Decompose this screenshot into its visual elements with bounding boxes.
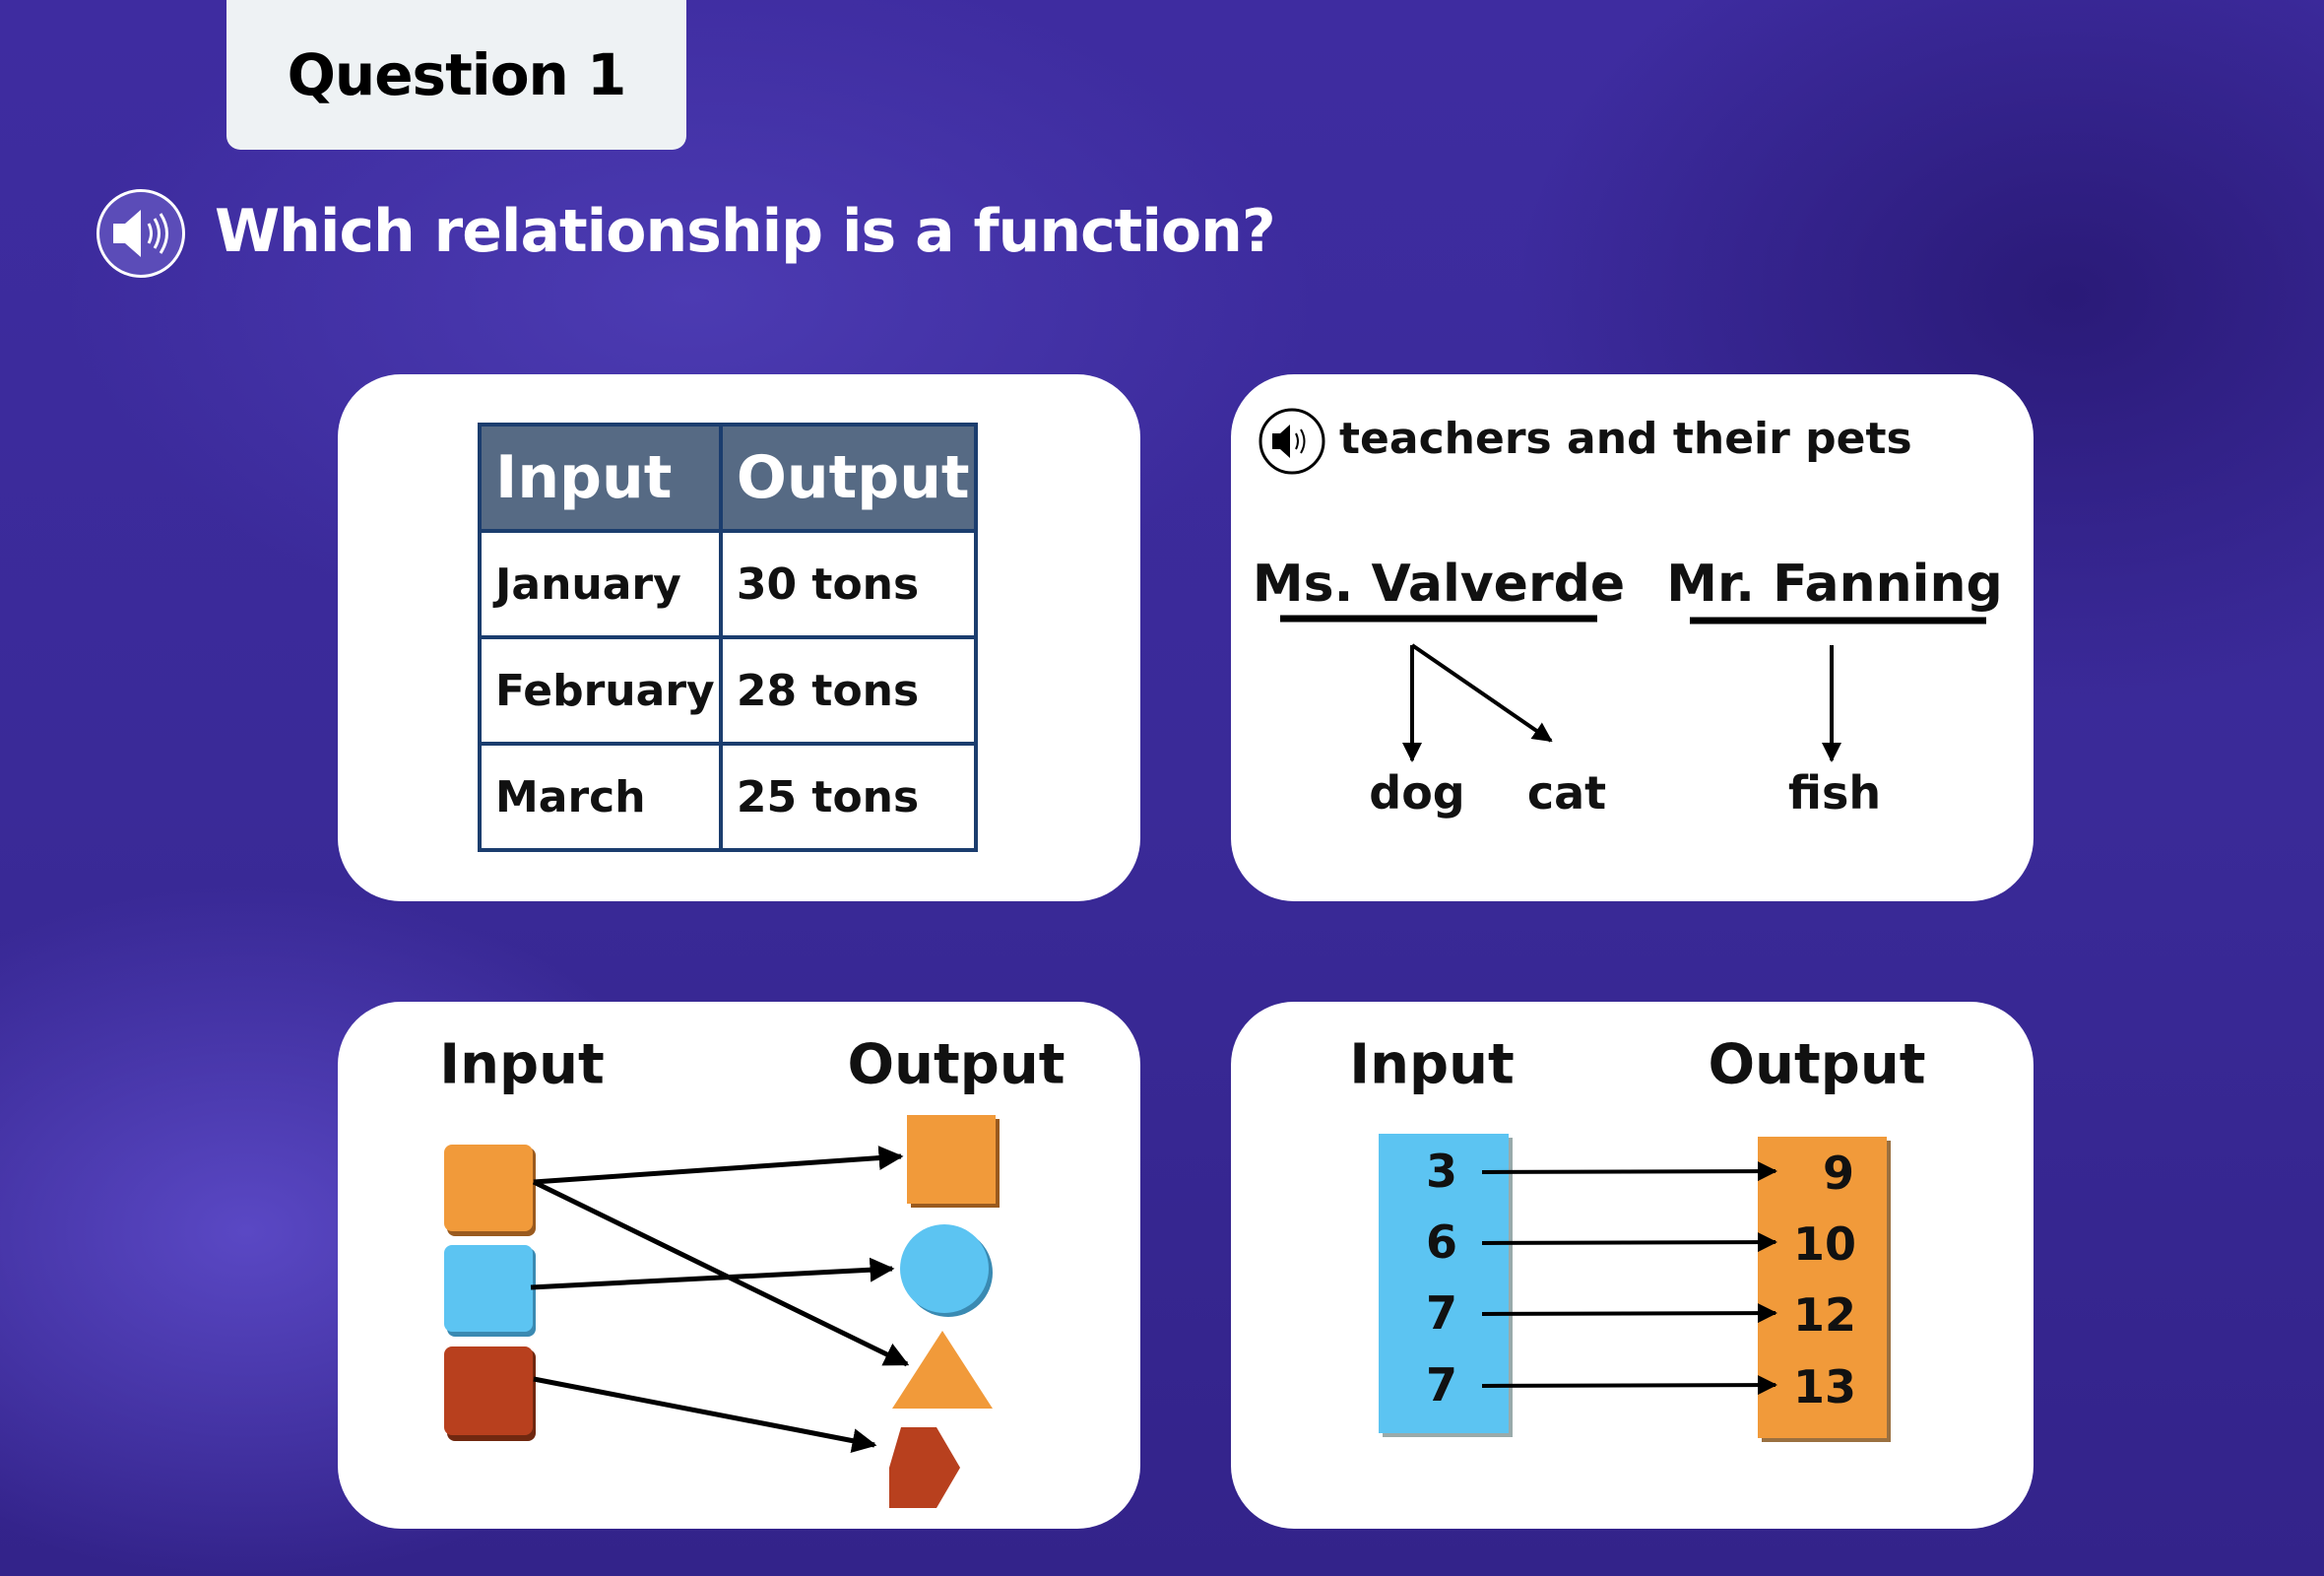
speaker-button[interactable]	[97, 189, 185, 278]
speaker-icon	[113, 210, 168, 257]
question-label: Question 1	[287, 41, 627, 108]
pet-name: cat	[1526, 766, 1607, 820]
orange-square-output	[907, 1115, 996, 1204]
question-tab: Question 1	[226, 0, 686, 150]
question-prompt: Which relationship is a function?	[215, 197, 1276, 266]
arrow	[530, 1257, 895, 1290]
red-square-input	[444, 1346, 533, 1435]
shape-mapping	[444, 1115, 1000, 1508]
blue-circle-output	[900, 1224, 989, 1313]
orange-triangle-output	[892, 1331, 993, 1409]
arrow	[533, 1376, 877, 1453]
option-title: teachers and their pets	[1339, 414, 1912, 464]
arrow	[1481, 1375, 1777, 1396]
output-value: 10	[1792, 1217, 1857, 1271]
input-value: 3	[1425, 1145, 1458, 1198]
arrow	[1481, 1161, 1777, 1182]
arrow	[1481, 1303, 1777, 1324]
number-mapping	[1379, 1134, 1891, 1442]
output-value: 13	[1792, 1360, 1857, 1413]
table-header: Output	[718, 423, 979, 533]
input-value: 7	[1425, 1358, 1458, 1412]
table-cell: 28 tons	[718, 635, 979, 746]
blue-square-input	[444, 1245, 533, 1332]
arrow	[532, 1179, 910, 1367]
table-cell: 25 tons	[718, 742, 979, 852]
output-value: 9	[1822, 1147, 1855, 1200]
output-label: Output	[847, 1032, 1065, 1097]
input-label: Input	[1349, 1032, 1515, 1097]
input-box	[1379, 1134, 1509, 1433]
teacher-name: Ms. Valverde	[1252, 555, 1626, 614]
answer-option-shapes[interactable]: Input Output	[338, 1002, 1140, 1529]
output-box	[1758, 1137, 1887, 1438]
output-value: 12	[1792, 1288, 1857, 1342]
table-header: Input	[478, 423, 723, 533]
answer-option-numbers[interactable]: Input Output 3 6 7 7 9 10 12 13	[1231, 1002, 2034, 1529]
arrow	[1481, 1232, 1777, 1253]
table-cell: March	[478, 742, 723, 852]
teacher-name: Mr. Fanning	[1666, 555, 2003, 614]
speaker-icon[interactable]	[1259, 408, 1325, 475]
input-value: 7	[1425, 1286, 1458, 1340]
table-cell: January	[478, 529, 723, 639]
table-cell: February	[478, 635, 723, 746]
input-value: 6	[1425, 1215, 1458, 1269]
input-label: Input	[439, 1032, 605, 1097]
arrow	[533, 1146, 904, 1185]
red-hexagon-output	[889, 1427, 960, 1508]
arrow	[1410, 643, 1553, 743]
pet-name: fish	[1787, 766, 1882, 820]
orange-square-input	[444, 1145, 533, 1231]
output-label: Output	[1708, 1032, 1926, 1097]
table-cell: 30 tons	[718, 529, 979, 639]
answer-option-teachers-pets[interactable]: teachers and their pets Ms. Valverde Mr.…	[1231, 374, 2034, 901]
mapping-arrows	[1259, 408, 1986, 762]
pet-name: dog	[1369, 766, 1465, 820]
